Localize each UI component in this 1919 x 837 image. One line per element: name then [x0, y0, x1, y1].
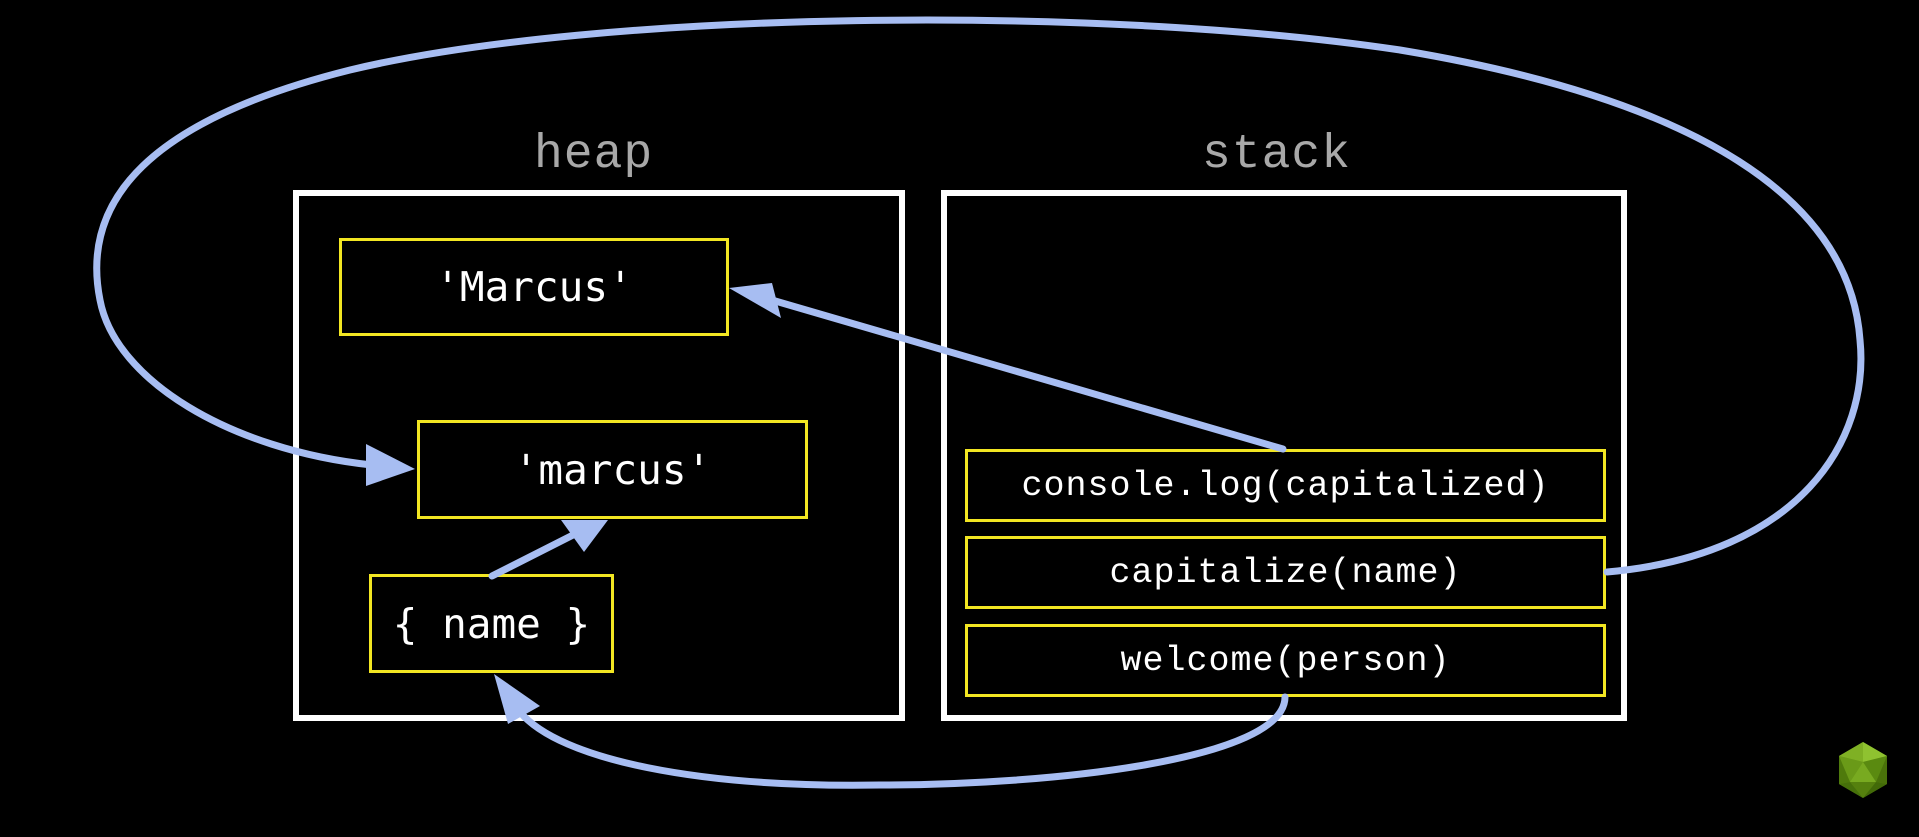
arrow-console-log-to-capitalized	[761, 294, 1287, 453]
stack-panel	[941, 190, 1627, 721]
arrowhead-lowercase	[366, 444, 415, 486]
heap-item-lowercase-string: 'marcus'	[417, 420, 808, 519]
arrow-welcome-to-object	[516, 693, 1289, 789]
arrow-object-to-lowercase	[488, 530, 579, 580]
heap-item-capitalized-string: 'Marcus'	[339, 238, 729, 336]
arrowhead-capitalized	[729, 283, 781, 318]
arrowhead-object-to-lowercase	[561, 520, 608, 552]
arrowhead-welcome-to-object	[494, 674, 540, 724]
icosahedron-logo-icon	[1839, 742, 1887, 798]
heap-panel	[293, 190, 905, 721]
stack-frame-capitalize: capitalize(name)	[965, 536, 1606, 609]
heap-title: heap	[534, 128, 654, 182]
stack-title: stack	[1202, 128, 1352, 182]
arrow-capitalize-to-lowercase	[93, 16, 1865, 576]
